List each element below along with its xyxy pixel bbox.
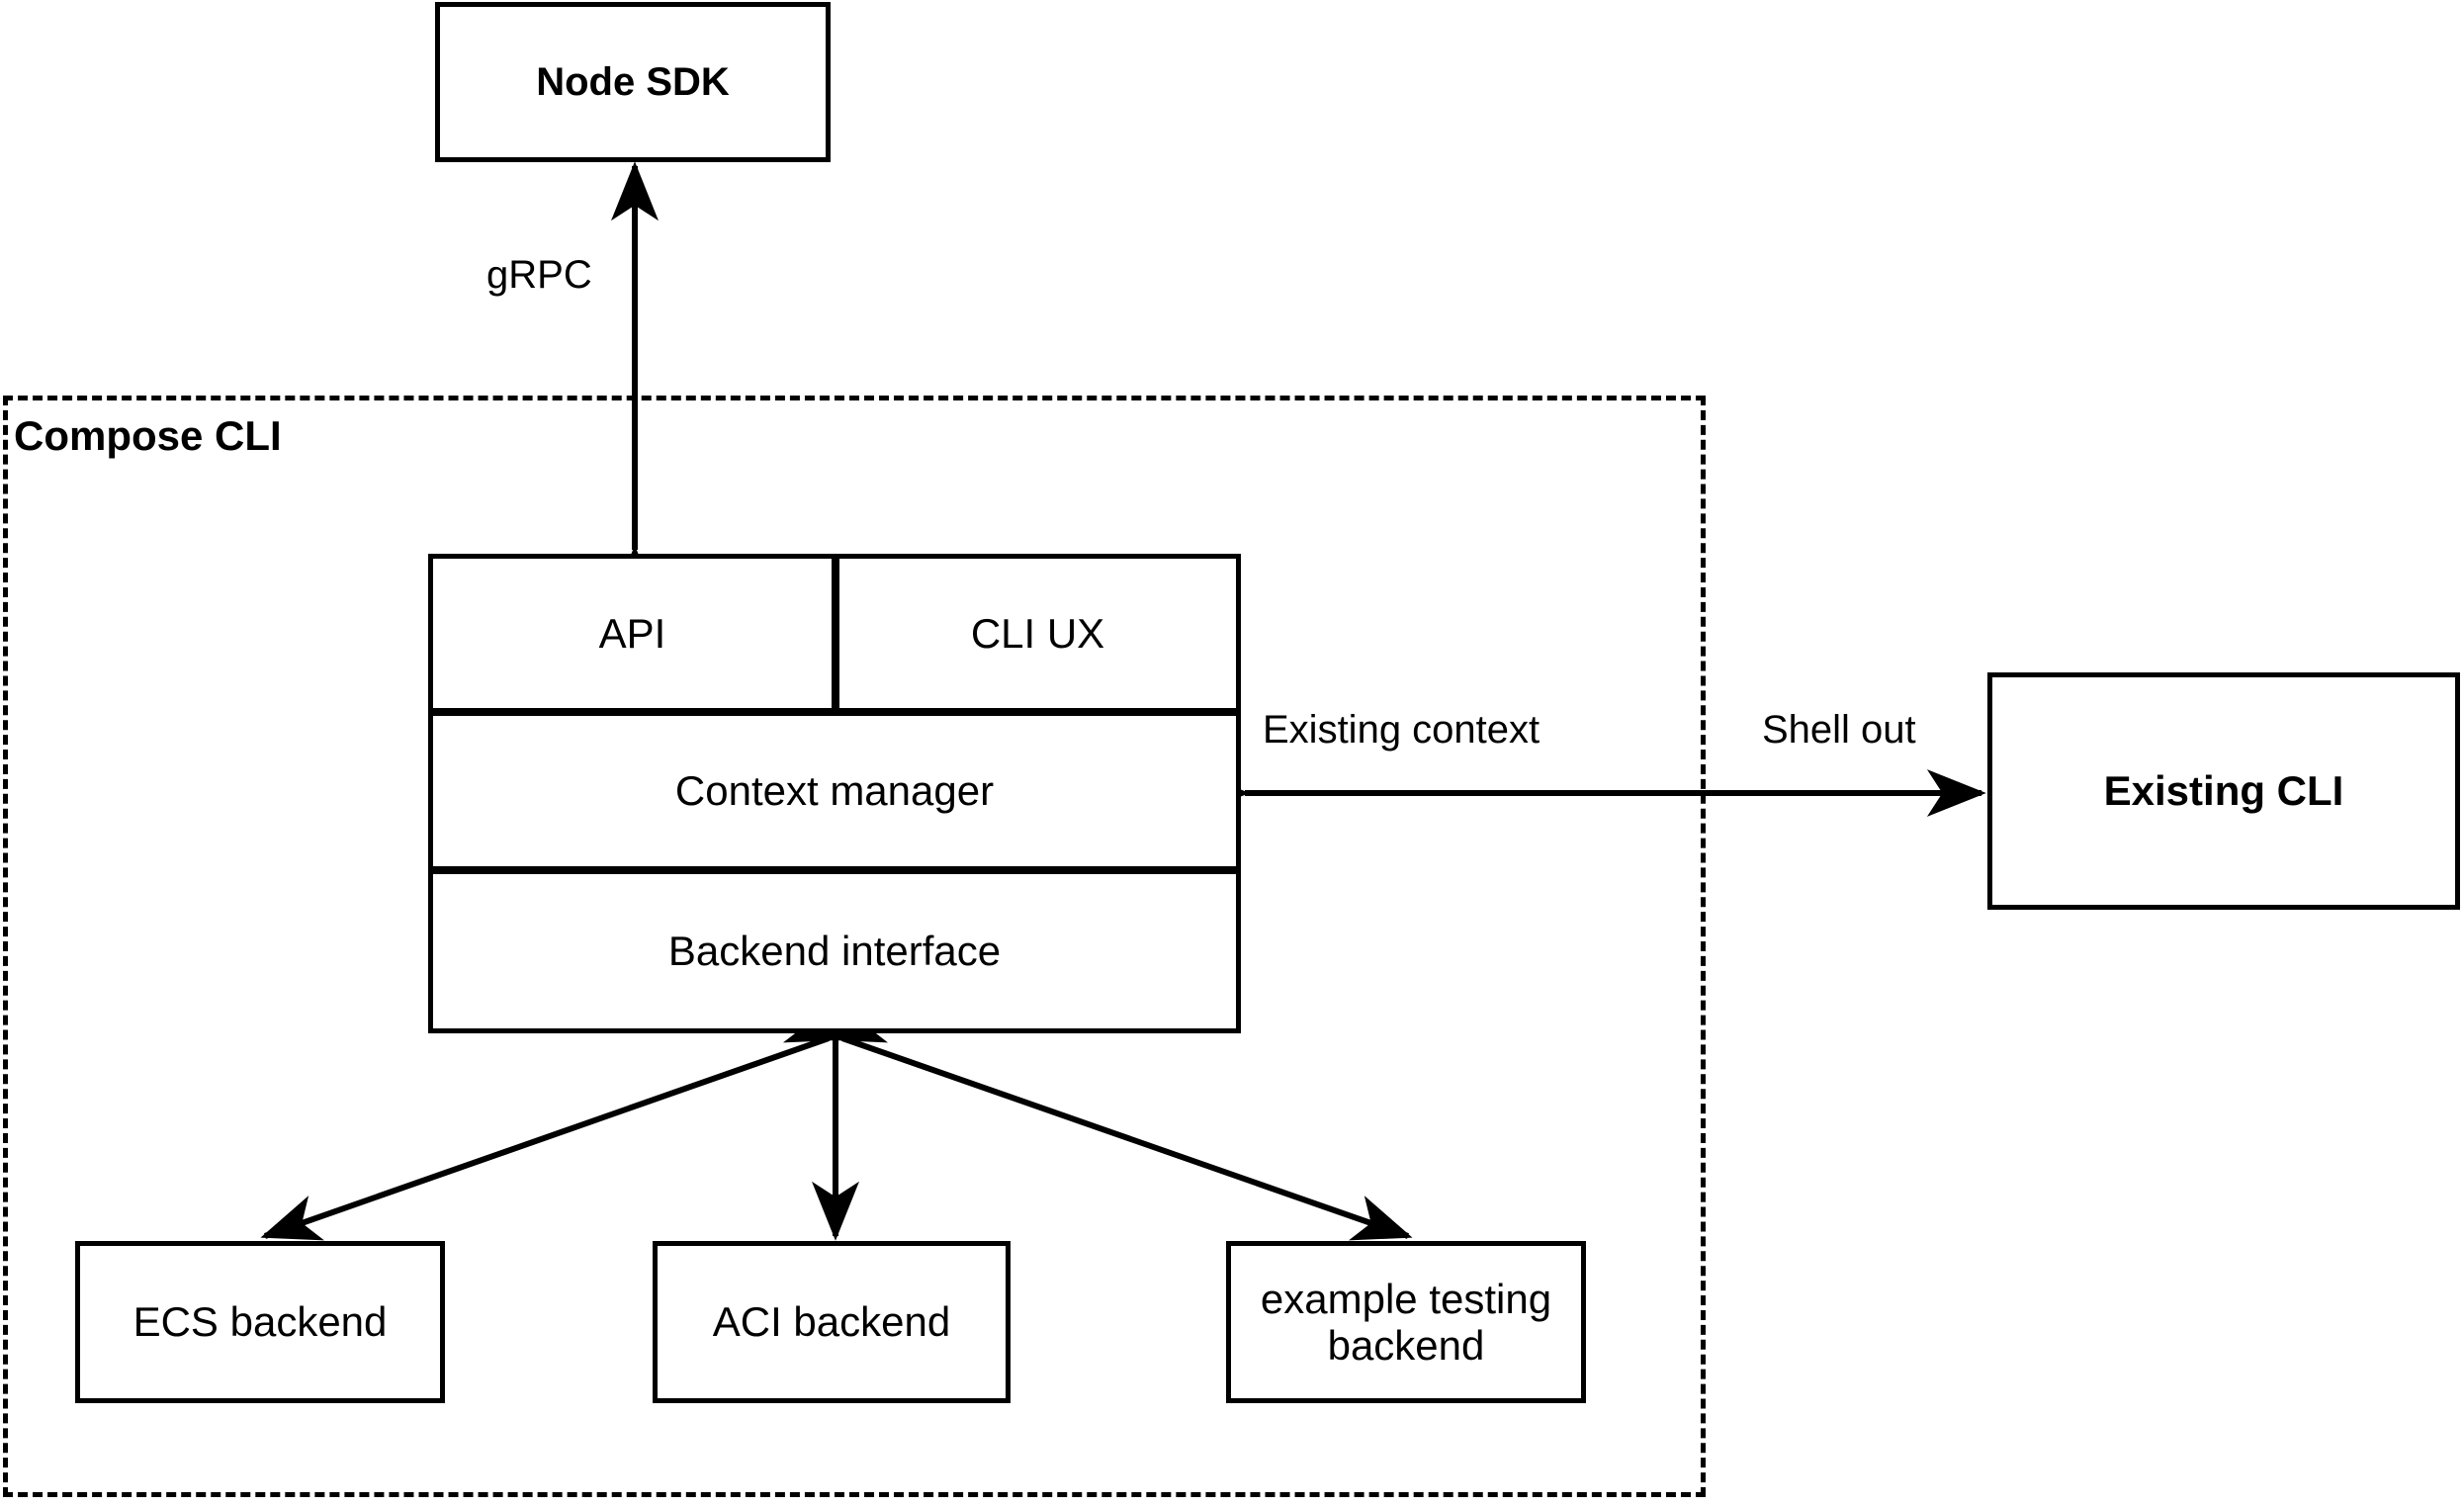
node-ecs-backend[interactable]: ECS backend [75,1241,445,1403]
node-node-sdk-label: Node SDK [536,59,730,104]
node-existing-cli[interactable]: Existing CLI [1987,672,2460,910]
node-node-sdk[interactable]: Node SDK [435,2,831,162]
node-context-manager[interactable]: Context manager [428,711,1241,871]
node-api-label: API [598,609,666,657]
edge-backend-to-example [782,998,1413,1241]
node-backend-interface-label: Backend interface [667,928,1002,975]
node-backend-interface[interactable]: Backend interface [428,869,1241,1033]
node-example-testing-backend-line1: example testing [1260,1275,1552,1322]
node-ecs-backend-label: ECS backend [132,1298,388,1346]
group-compose-cli-title: Compose CLI [14,412,282,459]
node-api[interactable]: API [428,554,836,713]
node-example-testing-backend-label: example testing backend [1251,1276,1561,1369]
group-compose-cli [3,396,1706,1497]
node-cli-ux-label: CLI UX [970,609,1105,657]
edge-label-shell-out: Shell out [1762,708,1916,752]
node-context-manager-label: Context manager [674,767,995,815]
node-example-testing-backend-line2: backend [1327,1322,1485,1369]
edge-label-existing-context: Existing context [1263,708,1540,752]
node-cli-ux[interactable]: CLI UX [836,554,1241,713]
node-aci-backend-label: ACI backend [712,1298,951,1346]
node-aci-backend[interactable]: ACI backend [653,1241,1011,1403]
edge-backend-to-ecs [260,998,889,1241]
node-existing-cli-label: Existing CLI [2103,767,2344,815]
node-example-testing-backend[interactable]: example testing backend [1226,1241,1586,1403]
edge-label-grpc: gRPC [486,253,592,297]
